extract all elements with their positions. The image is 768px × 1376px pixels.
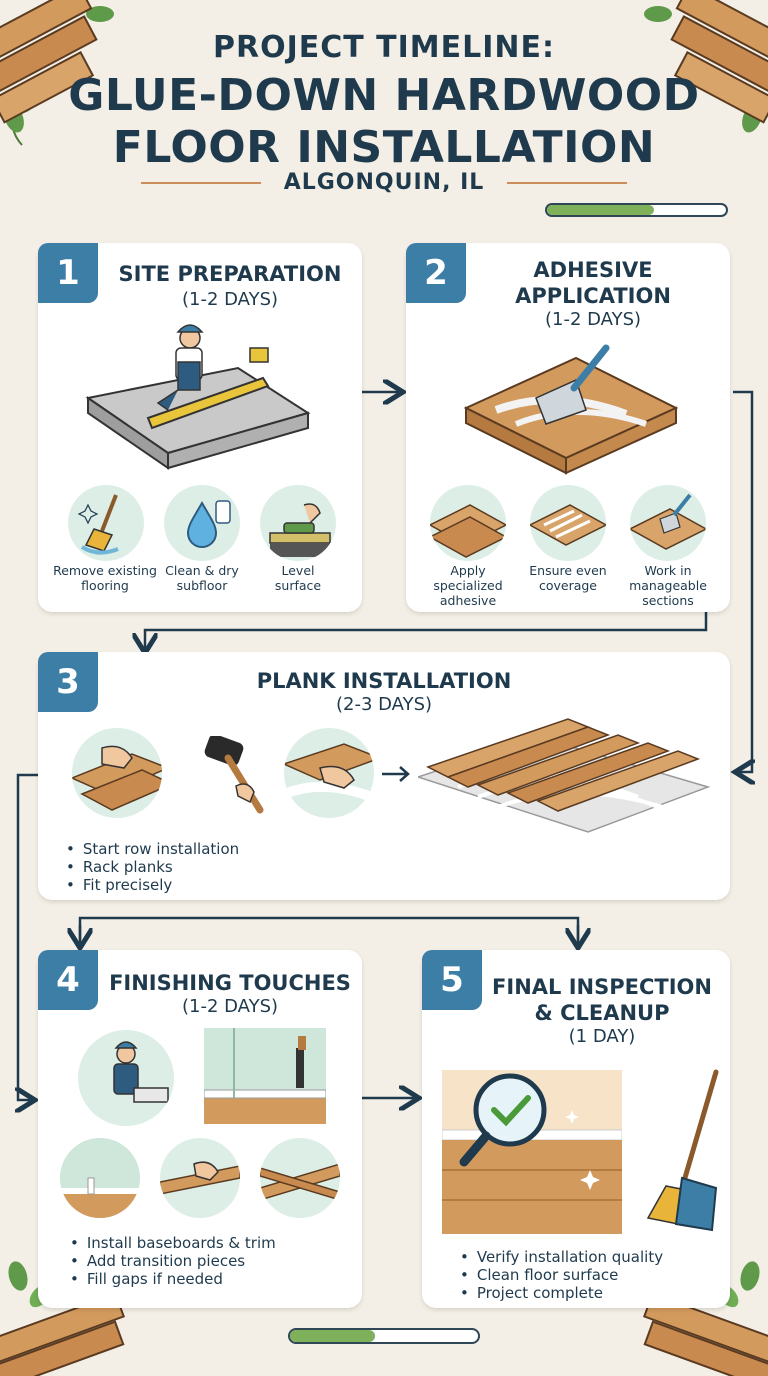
step-2-title-line-2: APPLICATION [515,284,671,308]
step-2-badge: 2 [406,243,466,303]
step-5-duration: (1 DAY) [568,1026,636,1047]
step-5-bullet: Project complete [460,1284,663,1302]
task-even-coverage: Ensure even coverage [529,563,607,593]
step-1-badge: 1 [38,243,98,303]
progress-fill-bottom [290,1330,375,1342]
wood-plank-adhesive-icon [430,485,506,561]
step-3-bullet: Start row installation [66,840,239,858]
step-5-bullet: Clean floor surface [460,1266,663,1284]
task-remove-flooring: Remove existing flooring [53,563,157,593]
step-3-bullet: Rack planks [66,858,239,876]
planks-on-adhesive-illustration [418,718,711,833]
step-4-bullet-list: Install baseboards & trim Add transition… [70,1234,276,1288]
step-5-bullet-list: Verify installation quality Clean floor … [460,1248,663,1302]
fitting-plank-icon [284,728,374,818]
step-4-bullet: Add transition pieces [70,1252,276,1270]
baseboard-corner-illustration [204,1028,326,1124]
task-apply-adhesive: Apply specialized adhesive [433,563,503,608]
inspection-floor-illustration [442,1070,622,1234]
progress-fill-top [547,205,655,215]
location-row: ALGONQUIN, IL [0,170,768,195]
worker-leveling-illustration [85,324,311,470]
rubber-mallet-icon [204,736,264,814]
progress-bar-bottom [288,1328,480,1344]
step-3-badge: 3 [38,652,98,712]
transition-piece-icon [160,1138,240,1218]
arrow-right-icon [382,766,410,782]
hand-planks-icon [72,728,162,818]
wood-planks-leaves-decor-top-left [0,0,114,146]
step-4-bullet: Fill gaps if needed [70,1270,276,1288]
title-line-3: FLOOR INSTALLATION [112,122,656,173]
step-1-duration: (1-2 DAYS) [181,289,279,310]
divider-left [140,181,261,184]
leveling-trowel-icon [260,485,336,561]
step-5-bullet: Verify installation quality [460,1248,663,1266]
step-3-bullet: Fit precisely [66,876,239,894]
even-coverage-icon [530,485,606,561]
task-level-surface: Level surface [274,563,322,593]
step-5-card: 5 FINAL INSPECTION & CLEANUP (1 DAY) Ver… [422,950,730,1308]
trowel-section-icon [630,485,706,561]
step-4-title: FINISHING TOUCHES [109,971,351,995]
title-line-1: PROJECT TIMELINE: [212,30,556,65]
step-4-card: 4 FINISHING TOUCHES (1-2 DAYS) Install b… [38,950,362,1308]
title-main: GLUE-DOWN HARDWOOD FLOOR INSTALLATION [0,70,768,174]
step-5-title-line-1: FINAL INSPECTION [492,975,712,999]
step-3-duration: (2-3 DAYS) [335,694,433,715]
location-label: ALGONQUIN, IL [283,170,485,195]
broom-icon [68,485,144,561]
task-clean-dry-subfloor: Clean & dry subfloor [165,563,239,593]
step-3-title: PLANK INSTALLATION [256,669,512,693]
adhesive-trowel-illustration [463,344,679,475]
step-2-title: ADHESIVE APPLICATION [466,257,720,309]
step-4-duration: (1-2 DAYS) [181,996,279,1017]
wood-planks-leaves-decor-top-right [644,0,768,133]
step-2-title-line-1: ADHESIVE [533,258,653,282]
step-1-title: SITE PREPARATION [118,262,342,286]
step-1-card: 1 SITE PREPARATION (1-2 DAYS) Remove exi… [38,243,362,612]
step-3-card: 3 PLANK INSTALLATION (2-3 DAYS) Start ro… [38,652,730,900]
step-5-title-line-2: & CLEANUP [534,1001,670,1025]
worker-trim-icon [78,1030,174,1126]
broom-dustpan-icon [646,1069,719,1232]
step-2-card: 2 ADHESIVE APPLICATION (1-2 DAYS) Apply … [406,243,730,612]
step-4-badge: 4 [38,950,98,1010]
step-2-duration: (1-2 DAYS) [544,309,642,330]
baseboard-trim-icon [60,1138,140,1218]
step-3-bullet-list: Start row installation Rack planks Fit p… [66,840,239,894]
progress-bar-top [545,203,728,217]
fill-gaps-icon [260,1138,340,1218]
task-manageable-sections: Work in manageable sections [629,563,707,608]
step-5-badge: 5 [422,950,482,1010]
divider-right [507,181,628,184]
title-line-2: GLUE-DOWN HARDWOOD [68,70,700,121]
water-drop-icon [164,485,240,561]
step-5-title: FINAL INSPECTION & CLEANUP [482,974,722,1026]
step-4-bullet: Install baseboards & trim [70,1234,276,1252]
